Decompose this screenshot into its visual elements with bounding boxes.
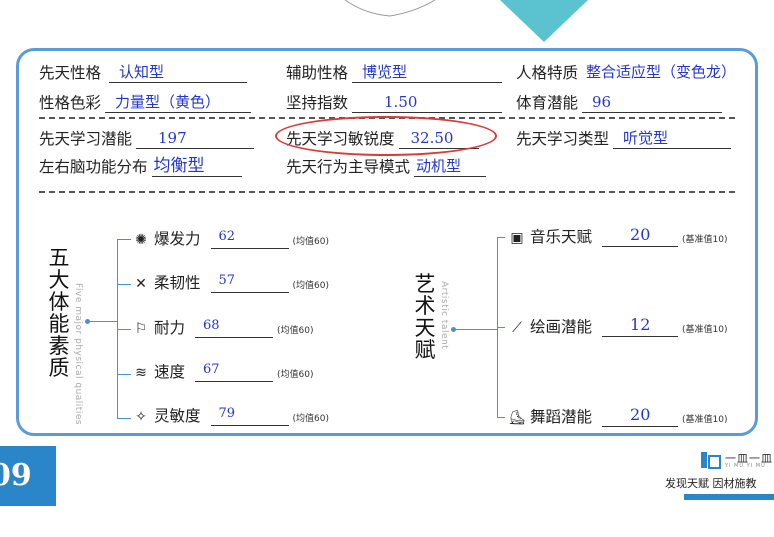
divider-bottom (39, 191, 735, 193)
radio-icon: ▣ (510, 230, 524, 246)
art-item-painting: ⟋ 绘画潜能 12 (基准值10) (507, 315, 728, 337)
brush-icon: ⟋ (512, 320, 522, 336)
brain-function-value: 均衡型 (151, 156, 242, 177)
brand-logo-icon (701, 452, 721, 469)
art-node (451, 327, 456, 332)
page-number: 09 (0, 446, 56, 506)
physical-branch-5 (117, 418, 131, 419)
art-item-music: ▣ 音乐天赋 20 (基准值10) (507, 225, 728, 247)
report-card: 先天性格 认知型 辅助性格 博览型 人格特质 整合适应型（变色龙） 性格色彩 力… (16, 48, 758, 436)
physical-item-flexibility: ✕ 柔韧性 57 (均值60) (131, 271, 329, 293)
art-branch-1 (497, 237, 505, 238)
persistence-index-value: 1.50 (352, 92, 503, 113)
physical-title: 五 大 体 能 素 质 (48, 246, 70, 380)
physical-item-explosive: ✺ 爆发力 62 (均值60) (131, 227, 329, 249)
physical-branch-4 (117, 374, 131, 375)
art-branch-2 (497, 327, 505, 328)
physical-branch-3 (117, 329, 131, 330)
art-connector (455, 329, 497, 330)
physical-branch-2 (117, 284, 131, 285)
highlight-ellipse (275, 116, 497, 156)
learning-potential-field: 先天学习潜能 197 (39, 127, 255, 149)
runner-icon: ⚐ (134, 321, 148, 337)
art-subtitle: Artistic talent (439, 281, 449, 350)
learning-potential-value: 197 (136, 128, 255, 149)
brand-name: 一皿一皿 (725, 452, 773, 465)
physical-subtitle: Five major physical qualities (73, 283, 83, 426)
skate-icon: ⛸ (508, 410, 526, 426)
explosion-icon: ✺ (135, 232, 147, 248)
physical-branch-1 (117, 239, 131, 240)
physical-item-endurance: ⚐ 耐力 68 (均值60) (131, 316, 314, 338)
persistence-index-field: 坚持指数 1.50 (286, 91, 503, 113)
personality-color-value: 力量型（黄色） (105, 92, 252, 113)
innate-personality-value: 认知型 (109, 62, 248, 83)
personality-trait-field: 人格特质 整合适应型（变色龙） (516, 61, 752, 83)
physical-item-speed: ≋ 速度 67 (均值60) (131, 360, 314, 382)
art-branch-3 (497, 417, 505, 418)
sports-potential-value: 96 (582, 92, 723, 113)
physical-item-agility: ✧ 灵敏度 79 (均值60) (131, 404, 329, 426)
top-decoration-triangle (500, 0, 588, 42)
physical-node (85, 319, 90, 324)
physical-connector (89, 321, 117, 322)
innate-personality-field: 先天性格 认知型 (39, 61, 248, 83)
brand-slogan: 发现天赋 因材施教 (665, 477, 757, 490)
aux-personality-value: 博览型 (352, 62, 503, 83)
sports-potential-field: 体育潜能 96 (516, 91, 723, 113)
speed-icon: ≋ (135, 365, 147, 381)
learning-type-value: 听觉型 (613, 128, 732, 149)
agility-icon: ✧ (135, 409, 147, 425)
behavior-mode-value: 动机型 (414, 156, 487, 177)
brand-name-small: YI MU YI MU (725, 463, 766, 469)
behavior-mode-field: 先天行为主导模式 动机型 (286, 155, 487, 177)
top-decoration-curve (344, 0, 436, 17)
art-title: 艺 术 天 赋 (414, 272, 436, 362)
stretch-icon: ✕ (135, 276, 147, 292)
learning-type-field: 先天学习类型 听觉型 (516, 127, 732, 149)
footer-accent-bar (684, 494, 774, 500)
brain-function-field: 左右脑功能分布 均衡型 (39, 155, 242, 177)
aux-personality-field: 辅助性格 博览型 (286, 61, 503, 83)
art-item-dance: ⛸ 舞蹈潜能 20 (基准值10) (508, 405, 728, 427)
personality-color-field: 性格色彩 力量型（黄色） (39, 91, 252, 113)
personality-trait-value: 整合适应型（变色龙） (586, 63, 737, 81)
